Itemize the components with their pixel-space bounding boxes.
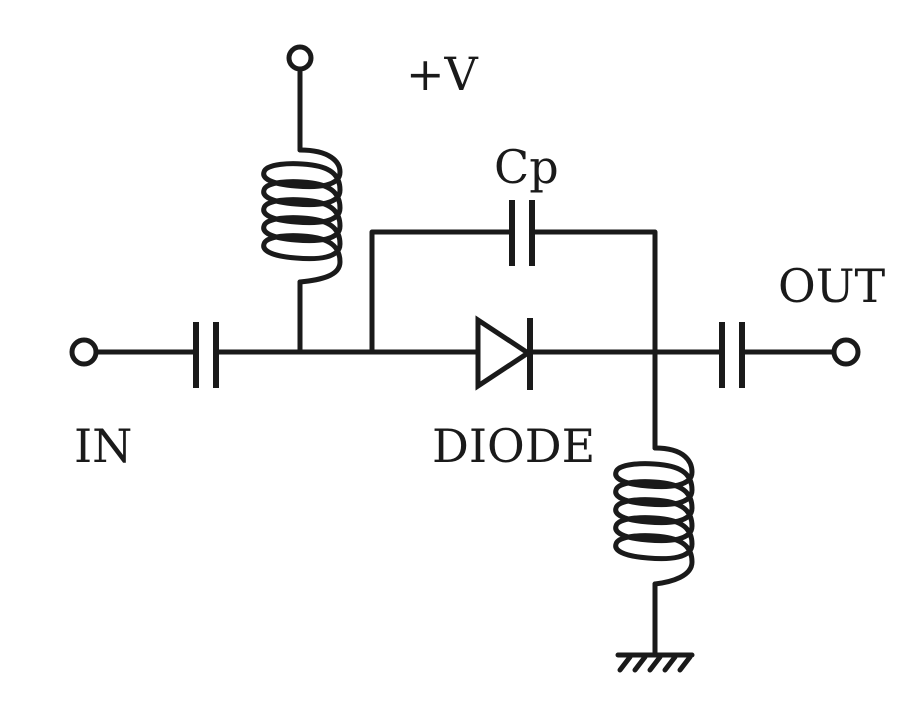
output-label: OUT	[778, 259, 885, 313]
supply-label: +V	[406, 47, 479, 101]
input-terminal	[69, 337, 99, 367]
input-label: IN	[74, 419, 132, 473]
output-capacitor	[719, 322, 745, 388]
ground-symbol	[615, 652, 695, 673]
supply-inductor	[261, 147, 343, 285]
ground-inductor	[613, 445, 695, 587]
diode-symbol	[475, 315, 533, 391]
feedback-capacitor	[509, 200, 535, 266]
diode-label: DIODE	[432, 419, 595, 473]
feedback-wire-left	[369, 229, 515, 355]
output-terminal	[831, 337, 861, 367]
feedback-wire-right	[529, 229, 658, 355]
supply-terminal	[286, 44, 314, 72]
input-capacitor	[193, 322, 219, 388]
feedback-capacitor-label: Cp	[494, 140, 559, 194]
